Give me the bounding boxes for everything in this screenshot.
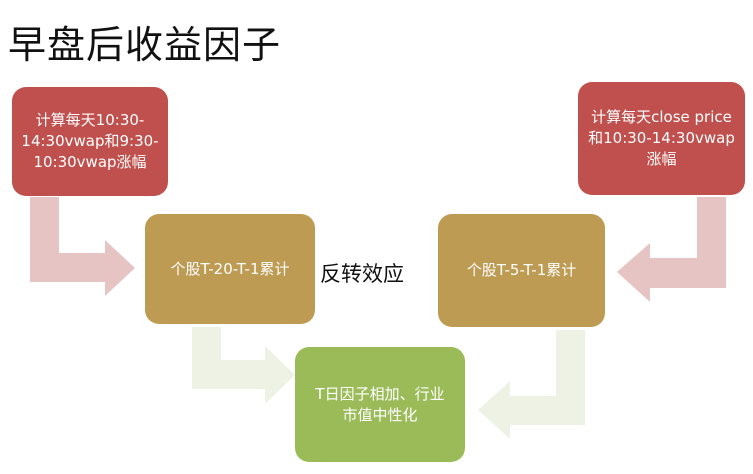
- result-box: T日因子相加、行业市值中性化: [295, 347, 465, 462]
- arrow-right-input-to-cum: [617, 197, 726, 302]
- arrow-right-cum-to-result: [478, 330, 585, 439]
- page-title: 早盘后收益因子: [8, 23, 282, 67]
- left-input-box: 计算每天10:30-14:30vwap和9:30-10:30vwap涨幅: [12, 87, 168, 196]
- arrow-left-input-to-cum: [30, 197, 135, 296]
- right-cumulative-box: 个股T-5-T-1累计: [438, 214, 605, 327]
- left-cumulative-box: 个股T-20-T-1累计: [145, 214, 315, 324]
- arrow-left-cum-to-result: [192, 327, 295, 404]
- reversal-effect-label: 反转效应: [320, 262, 404, 286]
- right-input-box: 计算每天close price和10:30-14:30vwap涨幅: [578, 82, 745, 195]
